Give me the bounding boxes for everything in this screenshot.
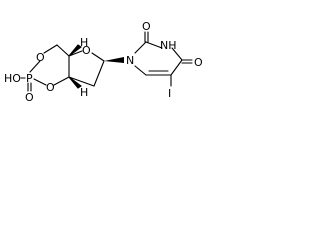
wedge-h-bottom — [68, 76, 82, 89]
bond-c2-c3 — [68, 76, 95, 87]
bond-c4-c5 — [170, 59, 183, 76]
bond-o-top-p — [29, 60, 41, 73]
atom-label-h-top: H — [80, 36, 88, 49]
wedge-h-top — [68, 44, 82, 57]
atom-label-o-double: O — [25, 91, 34, 104]
chemical-structure-diagram: HO P O O O O H H N NH O O I — [4, 20, 203, 104]
bond-n1-c2 — [134, 41, 147, 54]
atom-label-o-c4: O — [194, 56, 203, 69]
bond-layer — [20, 31, 193, 92]
bond-o-bottom-c3 — [53, 76, 70, 86]
atom-label-nh: NH — [160, 39, 177, 52]
bond-c6-n1 — [134, 65, 147, 76]
atom-label-h-bottom: H — [80, 86, 88, 99]
atom-label-p: P — [26, 72, 33, 85]
bond-ch2-o-top — [43, 44, 58, 54]
atom-label-n1: N — [126, 54, 134, 67]
bond-n3-c4 — [171, 47, 183, 61]
atom-label-o-furanose: O — [82, 44, 91, 57]
bond-c4-ch2 — [56, 44, 70, 57]
bond-c4-o-furanose — [68, 50, 83, 57]
bond-c1-c2 — [93, 60, 105, 87]
atom-label-iodine: I — [168, 87, 171, 100]
atom-label-o-ring-top: O — [36, 51, 45, 64]
atom-label-layer: HO P O O O O H H N NH O O I — [4, 20, 203, 104]
atom-label-o-c2: O — [142, 20, 151, 33]
bond-c2-n3 — [145, 41, 163, 49]
atom-label-o-ring-bottom: O — [46, 81, 55, 94]
bond-o-furanose-c1 — [91, 52, 105, 62]
bond-p-o-bottom — [33, 78, 47, 86]
atom-label-ho: HO — [4, 72, 21, 85]
wedge-c1-n1 — [104, 57, 124, 63]
